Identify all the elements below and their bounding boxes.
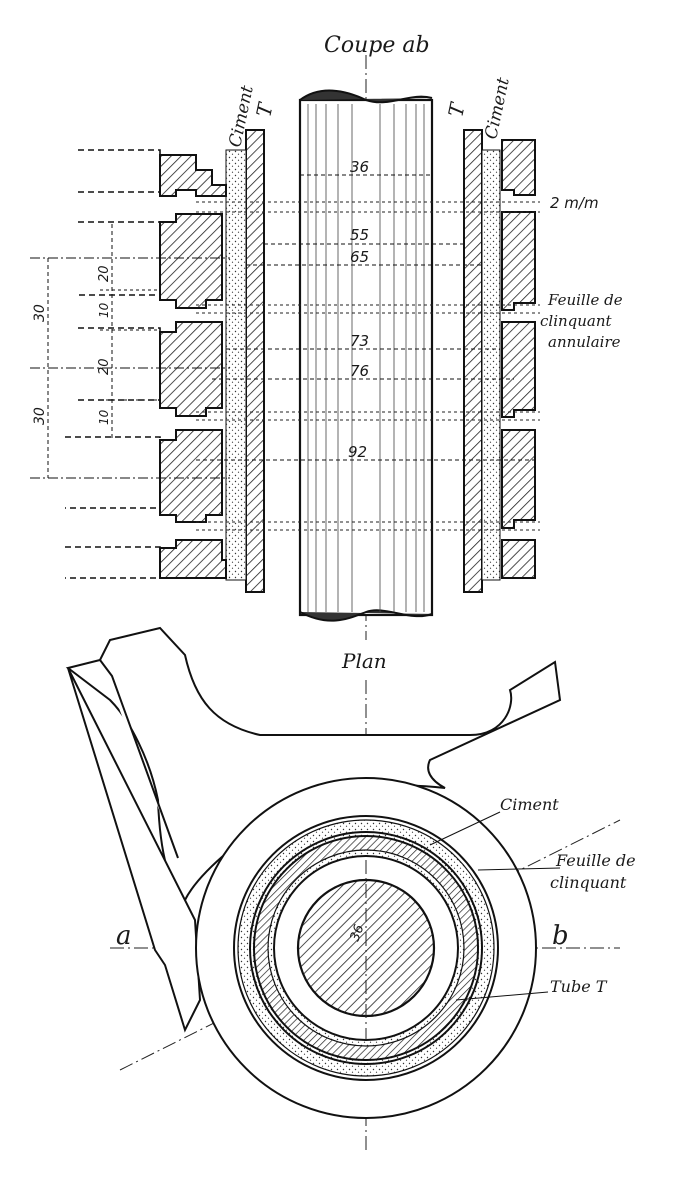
dim-55: 55 (350, 226, 369, 244)
plan-foil-line2: clinquant (550, 873, 627, 892)
plan-axis-a: a (116, 921, 132, 951)
pitch-10-a: 10 (97, 302, 111, 318)
plan-center-label: 36 (348, 923, 368, 944)
foil-note-line2: clinquant (540, 312, 613, 330)
cement-right (481, 149, 501, 581)
plan-foil-line1: Feuille de (555, 851, 636, 870)
foil-note-line1: Feuille de (547, 291, 623, 309)
pitch-dimensions (30, 224, 230, 479)
right-tube-label: T (443, 99, 470, 119)
pitch-20-a: 20 (97, 265, 112, 282)
dim-65: 65 (350, 248, 369, 266)
dim-92: 92 (348, 443, 367, 461)
tube-t-right (463, 129, 483, 593)
foil-ring (249, 831, 483, 1065)
section-title: Coupe ab (324, 33, 430, 58)
central-shaft (298, 89, 434, 622)
plan-leaders (429, 811, 561, 1001)
right-discs (501, 139, 536, 579)
dim-36: 36 (350, 158, 369, 176)
plan-title: Plan (341, 649, 387, 673)
plan-diagonal-axis (119, 819, 621, 1071)
left-tube-label: T (251, 99, 278, 119)
plan-tube-label: Tube T (550, 977, 608, 996)
section-view: Coupe ab Ciment Ciment T T 36 55 65 73 7… (30, 33, 623, 640)
dimension-lines (196, 174, 535, 461)
dim-73: 73 (350, 332, 369, 350)
cement-left (225, 149, 247, 581)
plan-cement-label: Ciment (500, 795, 559, 814)
dim-76: 76 (350, 362, 369, 380)
pitch-10-b: 10 (97, 409, 111, 425)
plan-view: Plan Ciment Feuille de clinquant Tube T … (65, 626, 636, 1150)
right-cement-label: Ciment (481, 76, 514, 141)
left-discs (159, 154, 227, 579)
pitch-30-b: 30 (32, 407, 48, 425)
plan-axis-b: b (552, 921, 569, 951)
pitch-30-a: 30 (32, 304, 48, 322)
tube-t-left (245, 129, 265, 593)
foil-note-line3: annulaire (548, 333, 621, 351)
pitch-20-b: 20 (97, 358, 112, 375)
plan-shaft (296, 878, 436, 1018)
dim-2mm: 2 m/m (550, 194, 599, 212)
